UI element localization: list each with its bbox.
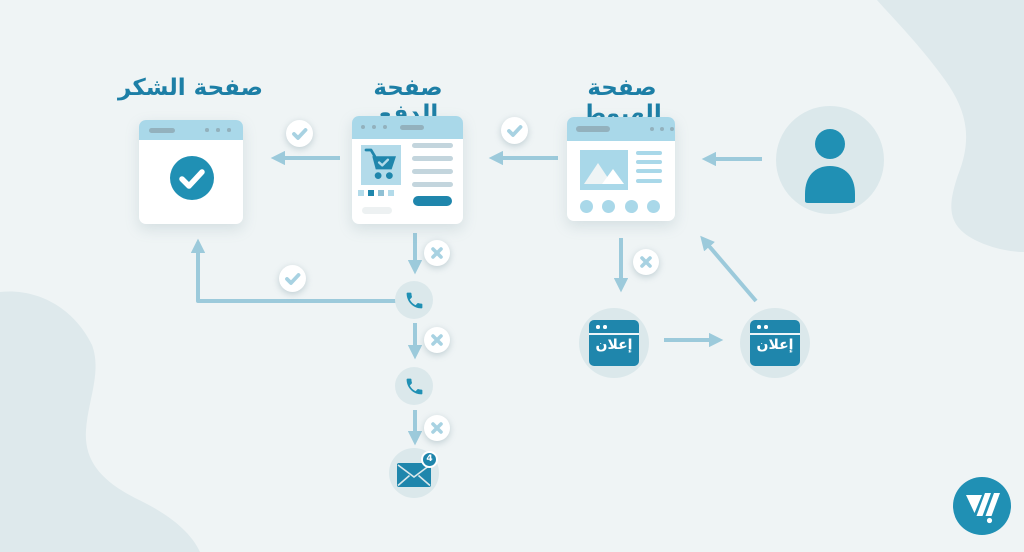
ad-label: إعلان [595, 337, 633, 353]
window-dot [205, 128, 209, 132]
blob-top-right [877, 0, 1024, 252]
window-dot [227, 128, 231, 132]
address-bar [576, 126, 610, 132]
checkout-button [413, 196, 452, 206]
text-line [636, 160, 662, 164]
text-line [412, 169, 453, 174]
ad-window-icon: إعلان [589, 320, 639, 366]
success-check-badge [501, 117, 528, 144]
payment-option [378, 190, 384, 196]
drop-off-x-badge [424, 327, 450, 353]
browser-header [352, 116, 463, 139]
window-dot [757, 325, 761, 329]
blob-bottom-left [0, 291, 200, 552]
feature-dot [580, 200, 593, 213]
feature-dot [602, 200, 615, 213]
cart-icon [361, 145, 401, 185]
text-line [412, 143, 453, 148]
user-avatar [776, 106, 884, 214]
brand-logo [953, 477, 1011, 535]
browser-header [139, 120, 243, 140]
text-line [636, 151, 662, 155]
ad-retargeting-icon: إعلان [740, 308, 810, 378]
window-dot [603, 325, 607, 329]
landing-page-window [567, 117, 675, 221]
feature-dot [625, 200, 638, 213]
payment-option [358, 190, 364, 196]
success-check-badge [279, 265, 306, 292]
payment-page-window [352, 116, 463, 224]
window-dot [660, 127, 664, 131]
phone-call-icon [395, 367, 433, 405]
window-dot [670, 127, 674, 131]
email-icon: 4 [389, 448, 439, 498]
window-dot [383, 125, 387, 129]
ad-window-topbar [589, 320, 639, 335]
person-icon [805, 129, 855, 203]
browser-header [567, 117, 675, 141]
feature-dot [647, 200, 660, 213]
drop-off-x-badge [633, 249, 659, 275]
window-dot [372, 125, 376, 129]
thankyou-page-window [139, 120, 243, 224]
window-dot [650, 127, 654, 131]
window-dot [764, 325, 768, 329]
ad-window-topbar [750, 320, 800, 335]
notification-badge: 4 [421, 451, 438, 468]
text-line [636, 169, 662, 173]
payment-option [388, 190, 394, 196]
text-line [412, 182, 453, 187]
success-check-icon [170, 156, 214, 200]
address-bar [400, 125, 424, 130]
phone-call-icon [395, 281, 433, 319]
window-dot [596, 325, 600, 329]
ad-label: إعلان [756, 337, 794, 353]
window-dot [216, 128, 220, 132]
payment-option [368, 190, 374, 196]
success-check-badge [286, 120, 313, 147]
ad-retargeting-icon: إعلان [579, 308, 649, 378]
drop-off-x-badge [424, 240, 450, 266]
ad-window-icon: إعلان [750, 320, 800, 366]
window-dot [361, 125, 365, 129]
drop-off-x-badge [424, 415, 450, 441]
hero-image-placeholder [580, 150, 628, 190]
thankyou-page-title: صفحة الشكر [118, 75, 263, 101]
secondary-button [362, 207, 392, 214]
text-line [412, 156, 453, 161]
text-line [636, 179, 662, 183]
address-bar [149, 128, 175, 133]
